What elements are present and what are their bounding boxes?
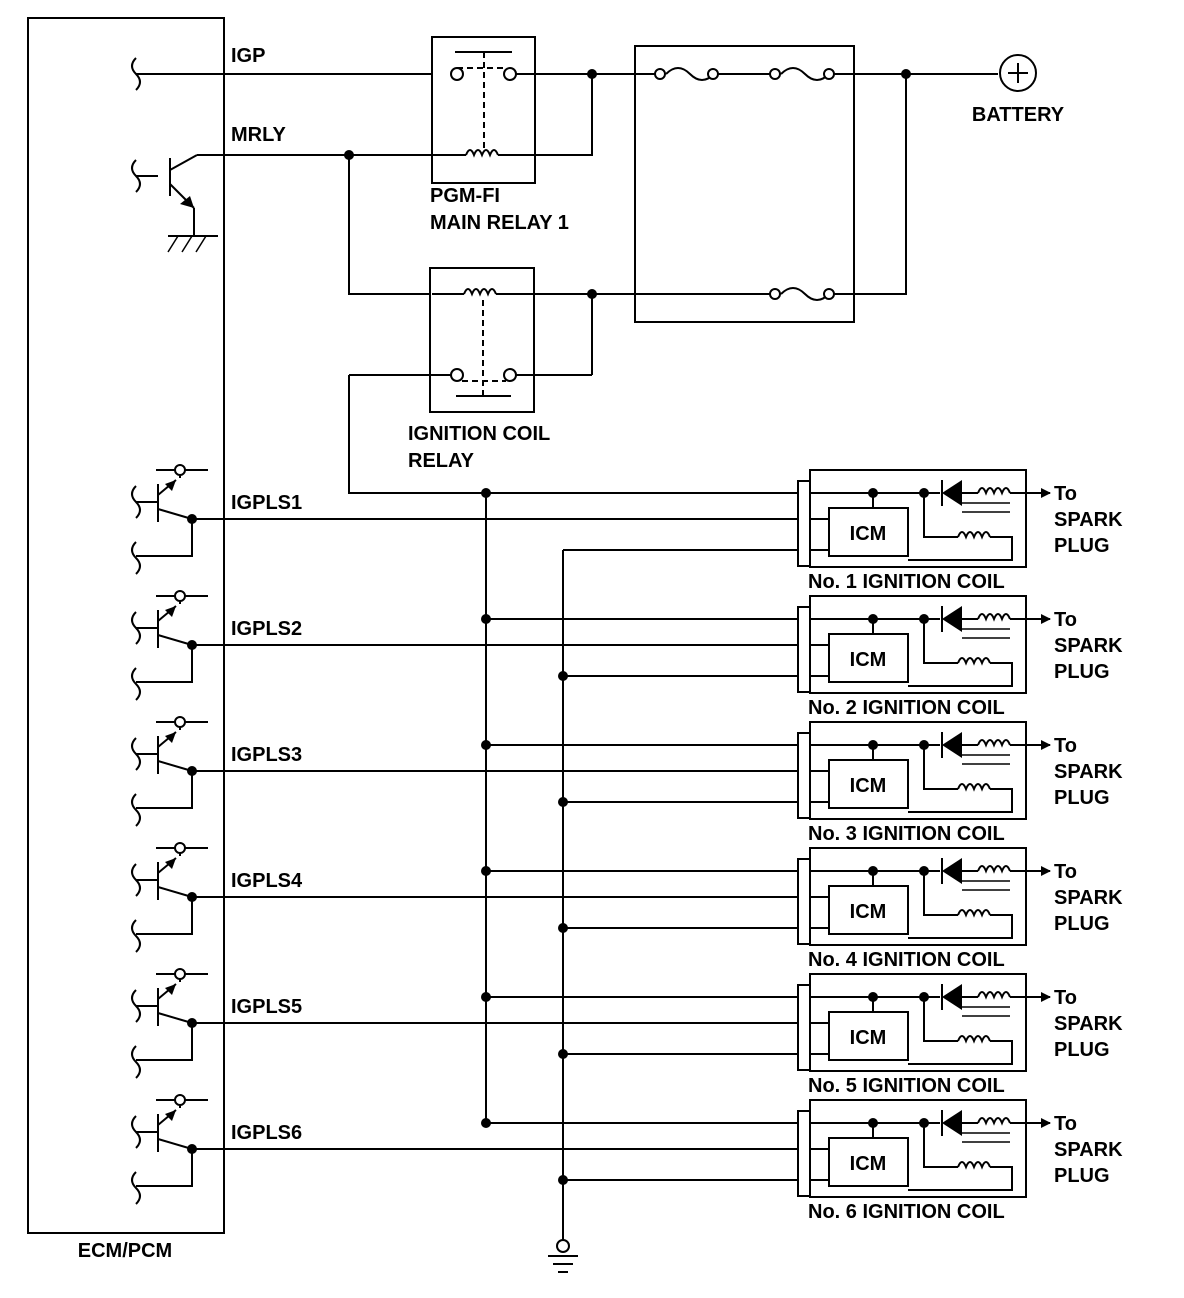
igpls5-driver-transistor bbox=[131, 968, 208, 1079]
spark-spark-6: SPARK bbox=[1054, 1139, 1123, 1161]
igp-label: IGP bbox=[231, 45, 265, 67]
icm-label-2: ICM bbox=[850, 649, 887, 671]
igpls4-driver-transistor bbox=[131, 842, 208, 953]
ground-icon bbox=[548, 1239, 578, 1273]
icm-label-4: ICM bbox=[850, 901, 887, 923]
igpls1-label: IGPLS1 bbox=[231, 492, 302, 514]
coil-name-5: No. 5 IGNITION COIL bbox=[808, 1075, 1005, 1097]
main-relay-label-1: PGM-FI bbox=[430, 185, 500, 207]
spark-spark-3: SPARK bbox=[1054, 761, 1123, 783]
mrly-wire bbox=[197, 154, 432, 295]
spark-plug-6: PLUG bbox=[1054, 1165, 1110, 1187]
main-relay-label-2: MAIN RELAY 1 bbox=[430, 212, 569, 234]
icm-label-6: ICM bbox=[850, 1153, 887, 1175]
spark-plug-4: PLUG bbox=[1054, 913, 1110, 935]
coil-power-bus bbox=[348, 375, 810, 1122]
ignition-relay-supply-wire bbox=[534, 293, 635, 375]
igpls1-driver-transistor bbox=[131, 464, 208, 575]
igpls3-label: IGPLS3 bbox=[231, 744, 302, 766]
battery-label: BATTERY bbox=[972, 104, 1065, 126]
main-relay-1 bbox=[431, 36, 536, 184]
ignition-coil-2: ICM bbox=[797, 595, 1027, 694]
battery-wire bbox=[854, 73, 998, 295]
battery-icon bbox=[999, 54, 1037, 92]
spark-plug-1: PLUG bbox=[1054, 535, 1110, 557]
spark-to-4: To bbox=[1054, 861, 1077, 883]
igpls4-label: IGPLS4 bbox=[231, 870, 303, 892]
coil-name-4: No. 4 IGNITION COIL bbox=[808, 949, 1005, 971]
ignition-coil-3: ICM bbox=[797, 721, 1027, 820]
ecm-label: ECM/PCM bbox=[78, 1240, 172, 1262]
icm-label-5: ICM bbox=[850, 1027, 887, 1049]
mrly-label: MRLY bbox=[231, 124, 286, 146]
spark-to-6: To bbox=[1054, 1113, 1077, 1135]
igpls6-driver-transistor bbox=[131, 1094, 208, 1205]
main-relay-supply-wire bbox=[516, 73, 635, 156]
spark-spark-1: SPARK bbox=[1054, 509, 1123, 531]
igpls2-label: IGPLS2 bbox=[231, 618, 302, 640]
spark-to-2: To bbox=[1054, 609, 1077, 631]
coil-name-2: No. 2 IGNITION COIL bbox=[808, 697, 1005, 719]
ignition-coil-1: ICM bbox=[797, 469, 1027, 568]
ignition-relay-label-2: RELAY bbox=[408, 450, 475, 472]
fuse-box bbox=[634, 45, 855, 323]
coil-name-1: No. 1 IGNITION COIL bbox=[808, 571, 1005, 593]
spark-to-5: To bbox=[1054, 987, 1077, 1009]
ignition-coil-4: ICM bbox=[797, 847, 1027, 946]
spark-plug-3: PLUG bbox=[1054, 787, 1110, 809]
spark-spark-4: SPARK bbox=[1054, 887, 1123, 909]
icm-label-3: ICM bbox=[850, 775, 887, 797]
igp-wire bbox=[131, 57, 432, 91]
coil-name-3: No. 3 IGNITION COIL bbox=[808, 823, 1005, 845]
igpls3-driver-transistor bbox=[131, 716, 208, 827]
ignition-relay-label-1: IGNITION COIL bbox=[408, 423, 550, 445]
spark-to-3: To bbox=[1054, 735, 1077, 757]
spark-spark-2: SPARK bbox=[1054, 635, 1123, 657]
igpls5-label: IGPLS5 bbox=[231, 996, 302, 1018]
icm-label-1: ICM bbox=[850, 523, 887, 545]
igpls6-label: IGPLS6 bbox=[231, 1122, 302, 1144]
spark-spark-5: SPARK bbox=[1054, 1013, 1123, 1035]
coil-name-6: No. 6 IGNITION COIL bbox=[808, 1201, 1005, 1223]
mrly-transistor bbox=[131, 154, 218, 253]
ignition-coil-5: ICM bbox=[797, 973, 1027, 1072]
ignition-coil-6: ICM bbox=[797, 1099, 1027, 1198]
igpls2-driver-transistor bbox=[131, 590, 208, 701]
spark-to-1: To bbox=[1054, 483, 1077, 505]
spark-plug-2: PLUG bbox=[1054, 661, 1110, 683]
ignition-coil-relay bbox=[349, 267, 592, 413]
ecm-box bbox=[27, 17, 225, 1234]
spark-plug-5: PLUG bbox=[1054, 1039, 1110, 1061]
